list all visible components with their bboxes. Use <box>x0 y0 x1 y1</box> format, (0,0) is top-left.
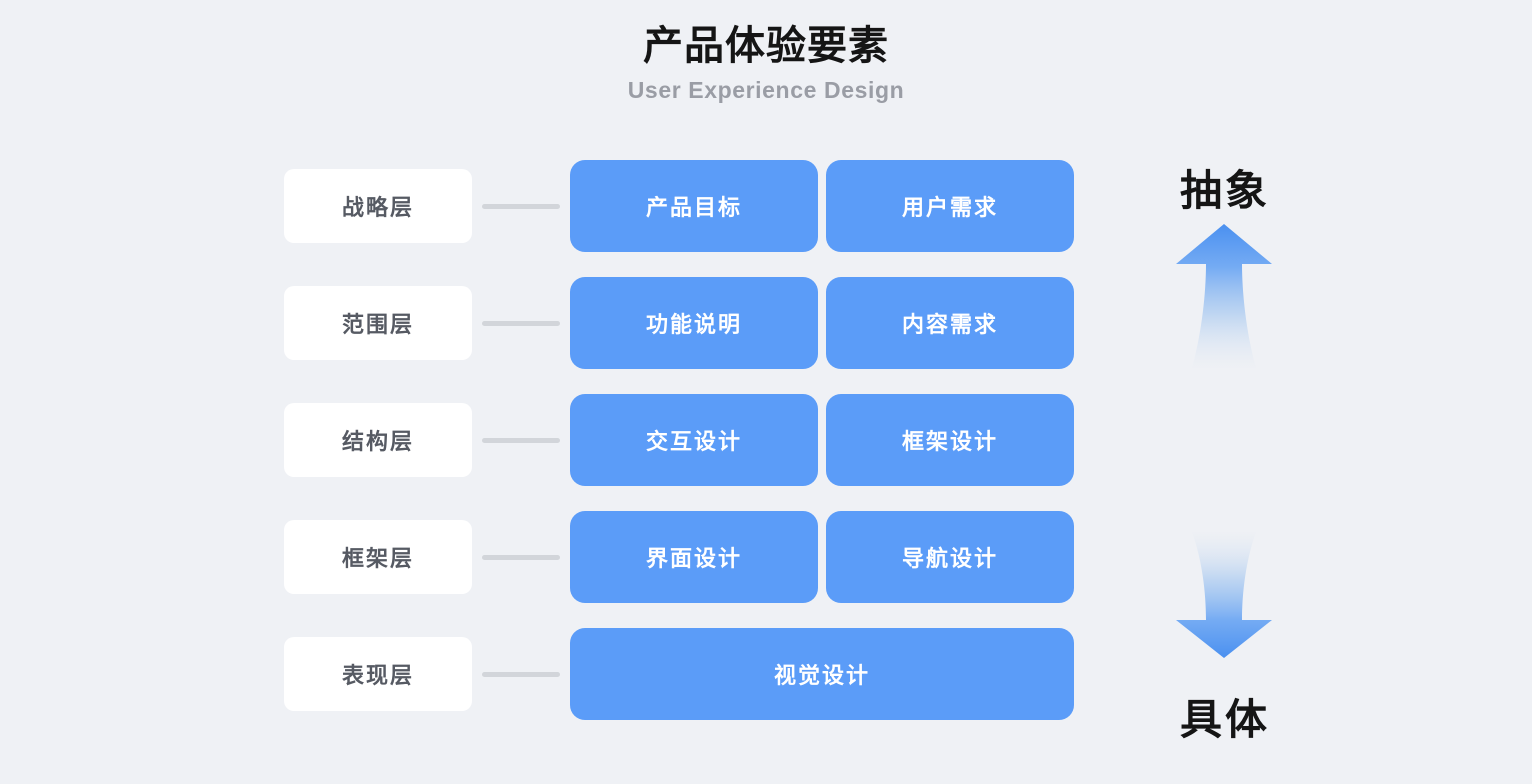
element-card-2-1[interactable]: 框架设计 <box>826 394 1074 486</box>
layer-label-text-2: 结构层 <box>341 429 414 454</box>
layer-label-card-1[interactable]: 范围层 <box>284 286 472 360</box>
card-group-1: 功能说明 内容需求 <box>570 277 1074 369</box>
element-card-2-0[interactable]: 交互设计 <box>570 394 818 486</box>
arrow-down-icon <box>1176 532 1272 658</box>
card-group-0: 产品目标 用户需求 <box>570 160 1074 252</box>
layer-row-scope: 范围层 功能说明 内容需求 <box>284 277 1074 369</box>
layer-label-card-3[interactable]: 框架层 <box>284 520 472 594</box>
connector-line-3 <box>472 554 570 560</box>
element-card-3-1[interactable]: 导航设计 <box>826 511 1074 603</box>
card-group-2: 交互设计 框架设计 <box>570 394 1074 486</box>
abstraction-axis: 抽象 具体 <box>1140 0 1310 784</box>
layer-label-text-3: 框架层 <box>341 546 414 571</box>
layer-row-surface: 表现层 视觉设计 <box>284 628 1074 720</box>
element-card-0-0[interactable]: 产品目标 <box>570 160 818 252</box>
layer-label-card-4[interactable]: 表现层 <box>284 637 472 711</box>
layer-row-strategy: 战略层 产品目标 用户需求 <box>284 160 1074 252</box>
connector-line-4 <box>472 671 570 677</box>
axis-label-abstract: 抽象 <box>1179 167 1270 214</box>
layer-label-text-0: 战略层 <box>341 195 414 220</box>
layer-label-text-1: 范围层 <box>341 312 414 337</box>
ux-layers-diagram: 战略层 产品目标 用户需求 范围层 功能说明 内容需求 结构层 交互设计 框架设… <box>0 160 1532 740</box>
page-title: 产品体验要素 <box>643 24 889 68</box>
axis-label-concrete: 具体 <box>1179 696 1270 743</box>
arrow-up-icon <box>1176 224 1272 368</box>
connector-line-2 <box>472 437 570 443</box>
element-card-1-0[interactable]: 功能说明 <box>570 277 818 369</box>
element-card-3-0[interactable]: 界面设计 <box>570 511 818 603</box>
element-card-1-1[interactable]: 内容需求 <box>826 277 1074 369</box>
connector-line-0 <box>472 203 570 209</box>
connector-line-1 <box>472 320 570 326</box>
page-header: 产品体验要素 User Experience Design <box>0 20 1532 106</box>
layer-label-text-4: 表现层 <box>341 663 414 688</box>
page-subtitle: User Experience Design <box>627 77 905 103</box>
layer-row-structure: 结构层 交互设计 框架设计 <box>284 394 1074 486</box>
layer-label-card-2[interactable]: 结构层 <box>284 403 472 477</box>
element-card-4-0[interactable]: 视觉设计 <box>570 628 1074 720</box>
element-card-0-1[interactable]: 用户需求 <box>826 160 1074 252</box>
layer-row-skeleton: 框架层 界面设计 导航设计 <box>284 511 1074 603</box>
card-group-3: 界面设计 导航设计 <box>570 511 1074 603</box>
card-group-4: 视觉设计 <box>570 628 1074 720</box>
layer-label-card-0[interactable]: 战略层 <box>284 169 472 243</box>
